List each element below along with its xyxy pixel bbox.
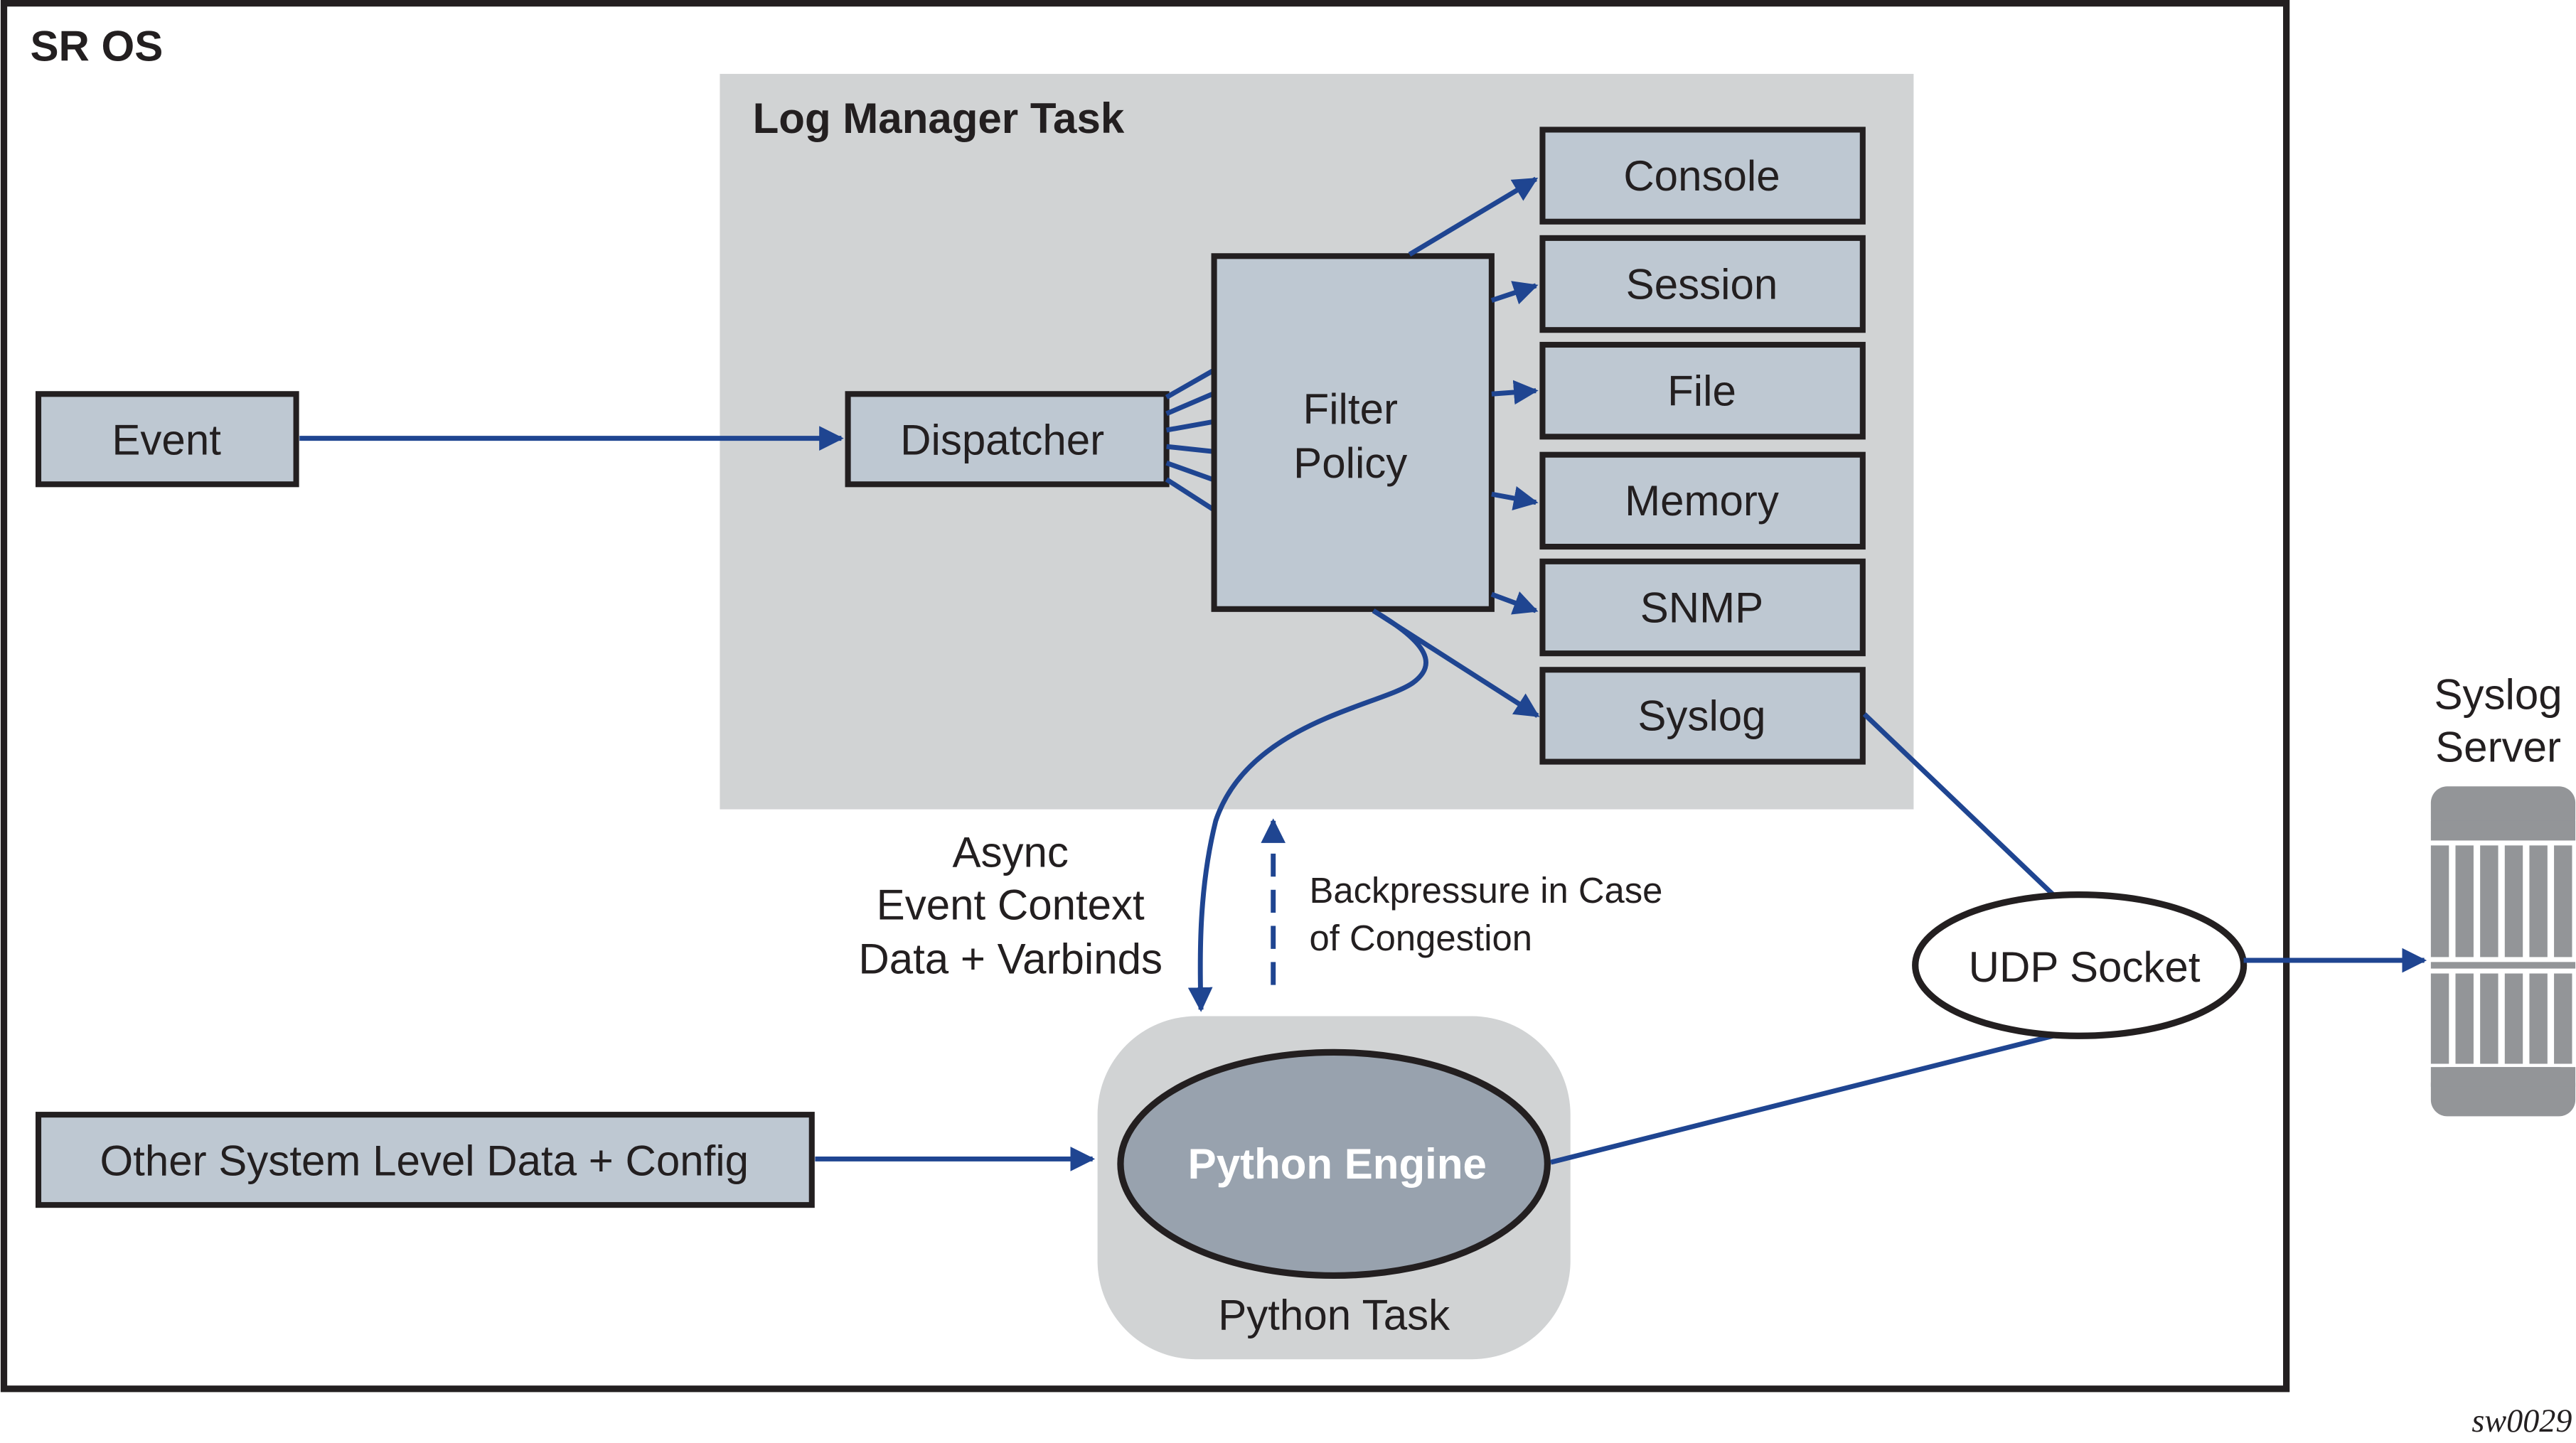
- async-label-line1: Async: [952, 828, 1068, 876]
- dispatcher-node[interactable]: Dispatcher: [845, 391, 1170, 488]
- async-event-arrow: [1187, 608, 1428, 1012]
- async-label-line2: Event Context: [877, 881, 1145, 928]
- log-manager-title: Log Manager Task: [753, 95, 1125, 142]
- arrow-to-console: [1408, 176, 1539, 257]
- async-label-line3: Data + Varbinds: [858, 935, 1163, 982]
- syslog-server-label-line2: Server: [2435, 724, 2561, 771]
- event-node[interactable]: Event: [35, 391, 299, 488]
- server-icon: [2430, 786, 2576, 1117]
- python-engine-node[interactable]: Python Engine: [1117, 1048, 1551, 1280]
- arrow-to-session: [1490, 281, 1539, 305]
- output-memory[interactable]: Memory: [1539, 451, 1866, 550]
- figure-id: sw0029: [2471, 1402, 2572, 1439]
- syslog-server-label-line1: Syslog: [2434, 671, 2562, 719]
- other-system-data-node[interactable]: Other System Level Data + Config: [35, 1112, 815, 1208]
- output-session-label: Session: [1626, 260, 1778, 308]
- dispatcher-fan-lines: [1165, 368, 1214, 511]
- python-engine-label: Python Engine: [1188, 1140, 1487, 1188]
- python-task-label: Python Task: [1218, 1292, 1450, 1339]
- backpressure-label-line1: Backpressure in Case: [1310, 870, 1663, 911]
- arrow-to-memory: [1491, 486, 1539, 511]
- output-session[interactable]: Session: [1539, 235, 1866, 333]
- event-label: Event: [112, 417, 221, 464]
- arrow-to-file: [1491, 380, 1539, 405]
- output-snmp-label: SNMP: [1640, 584, 1763, 631]
- engine-to-udp-line: [1550, 1033, 2054, 1165]
- output-console[interactable]: Console: [1539, 127, 1866, 225]
- output-syslog[interactable]: Syslog: [1539, 667, 1866, 765]
- output-syslog-label: Syslog: [1637, 692, 1765, 740]
- sr-os-title: SR OS: [30, 22, 163, 70]
- async-label: Async Event Context Data + Varbinds: [858, 828, 1163, 982]
- udp-socket-label: UDP Socket: [1969, 943, 2201, 991]
- filter-policy-label-line2: Policy: [1293, 439, 1407, 487]
- output-snmp[interactable]: SNMP: [1539, 558, 1866, 657]
- output-memory-label: Memory: [1625, 477, 1779, 525]
- syslog-to-udp-line: [1862, 712, 2056, 897]
- dispatcher-label: Dispatcher: [900, 417, 1104, 464]
- other-system-data-label: Other System Level Data + Config: [100, 1137, 749, 1185]
- filter-policy-label-line1: Filter: [1303, 385, 1398, 433]
- output-console-label: Console: [1623, 152, 1780, 200]
- output-file[interactable]: File: [1539, 341, 1866, 440]
- backpressure-label: Backpressure in Case of Congestion: [1310, 870, 1663, 958]
- udp-socket-node[interactable]: UDP Socket: [1912, 891, 2248, 1039]
- output-file-label: File: [1667, 367, 1736, 414]
- arrow-to-snmp: [1490, 591, 1539, 615]
- filter-policy-node[interactable]: Filter Policy: [1211, 253, 1495, 612]
- backpressure-label-line2: of Congestion: [1310, 918, 1532, 958]
